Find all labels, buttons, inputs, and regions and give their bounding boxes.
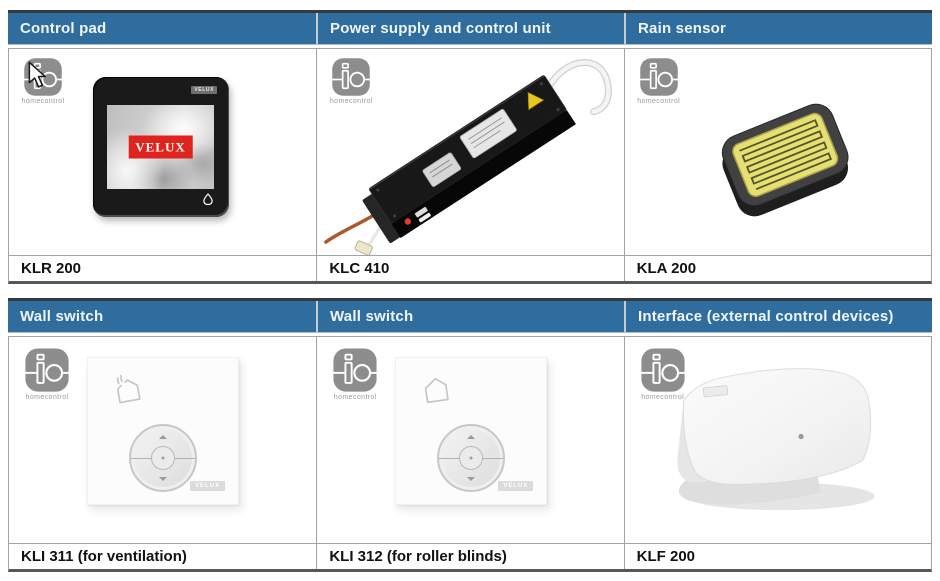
- home-icon: [203, 193, 213, 206]
- dial-down-arrow-icon: [159, 477, 167, 481]
- model-label-kla-200: KLA 200: [623, 256, 931, 281]
- product-table-2: Wall switch Wall switch Interface (exter…: [8, 298, 932, 572]
- header-power-supply: Power supply and control unit: [316, 13, 624, 44]
- header-wall-switch-2: Wall switch: [316, 301, 624, 332]
- klr-200-image: VELUX VELUX: [93, 77, 229, 217]
- ventilation-house-icon: [116, 374, 141, 404]
- klc-410-image: [324, 59, 613, 255]
- product-cell-kli-312: homecontrol VELUX: [316, 337, 624, 543]
- io-icon: [637, 58, 680, 96]
- house-icon: [425, 377, 450, 404]
- mouse-cursor-icon: [28, 61, 46, 88]
- kli-311-image: VELUX: [87, 357, 239, 505]
- kla-200-image: [721, 103, 849, 217]
- table-1-label-row: KLR 200 KLC 410 KLA 200: [8, 255, 932, 284]
- dial-up-arrow-icon: [467, 435, 476, 439]
- io-icon: [23, 348, 71, 392]
- dial-up-arrow-icon: [159, 435, 167, 439]
- velux-plate-label: VELUX: [498, 481, 534, 491]
- table-2-header-row: Wall switch Wall switch Interface (exter…: [8, 298, 932, 333]
- io-homecontrol-label: homecontrol: [333, 394, 377, 401]
- kli-312-image: VELUX: [395, 357, 548, 505]
- header-interface: Interface (external control devices): [624, 301, 932, 332]
- model-label-kli-312: KLI 312 (for roller blinds): [316, 544, 623, 569]
- table-1-image-row: homecontrol VELUX VELUX: [8, 48, 932, 255]
- io-icon: [330, 58, 373, 96]
- io-homecontrol-label: homecontrol: [25, 394, 69, 401]
- io-homecontrol-logo: homecontrol: [327, 57, 375, 105]
- model-label-klf-200: KLF 200: [623, 544, 931, 569]
- io-homecontrol-logo: homecontrol: [327, 347, 383, 401]
- dial-down-arrow-icon: [467, 477, 476, 481]
- product-cell-kli-311: homecontrol VELUX: [9, 337, 317, 543]
- header-wall-switch-1: Wall switch: [20, 308, 104, 325]
- io-homecontrol-logo: homecontrol: [635, 347, 691, 401]
- io-homecontrol-label: homecontrol: [329, 98, 373, 105]
- io-icon: [331, 348, 380, 392]
- product-cell-klc-410: homecontrol: [316, 49, 624, 255]
- io-homecontrol-label: homecontrol: [637, 98, 681, 105]
- model-label-klc-410: KLC 410: [316, 256, 623, 281]
- product-cell-kla-200: homecontrol: [623, 49, 931, 255]
- control-dial: [129, 424, 197, 492]
- model-label-kli-311: KLI 311 (for ventilation): [21, 548, 187, 565]
- dial-center-button: [459, 446, 484, 470]
- product-cell-klr-200: homecontrol VELUX VELUX: [9, 49, 317, 255]
- klr-200-screen: VELUX: [107, 105, 214, 189]
- io-homecontrol-label: homecontrol: [21, 98, 65, 105]
- table-2-image-row: homecontrol VELUX: [8, 336, 932, 543]
- io-homecontrol-logo: homecontrol: [635, 57, 683, 105]
- header-control-pad: Control pad: [20, 20, 107, 37]
- header-rain-sensor: Rain sensor: [624, 13, 932, 44]
- io-homecontrol-logo: homecontrol: [19, 347, 75, 401]
- product-table-1: Control pad Power supply and control uni…: [8, 10, 932, 284]
- product-cell-klf-200: homecontrol: [623, 337, 931, 543]
- io-icon: [638, 348, 687, 392]
- control-dial: [437, 424, 506, 492]
- table-1-header-row: Control pad Power supply and control uni…: [8, 10, 932, 45]
- velux-logo: VELUX: [128, 135, 193, 159]
- table-2-label-row: KLI 311 (for ventilation) KLI 312 (for r…: [8, 543, 932, 572]
- dial-center-button: [151, 446, 175, 470]
- model-label-klr-200: KLR 200: [21, 260, 82, 277]
- io-homecontrol-label: homecontrol: [641, 394, 685, 401]
- velux-bezel-label: VELUX: [191, 86, 217, 94]
- klf-200-image: [677, 368, 875, 511]
- velux-plate-label: VELUX: [189, 481, 225, 491]
